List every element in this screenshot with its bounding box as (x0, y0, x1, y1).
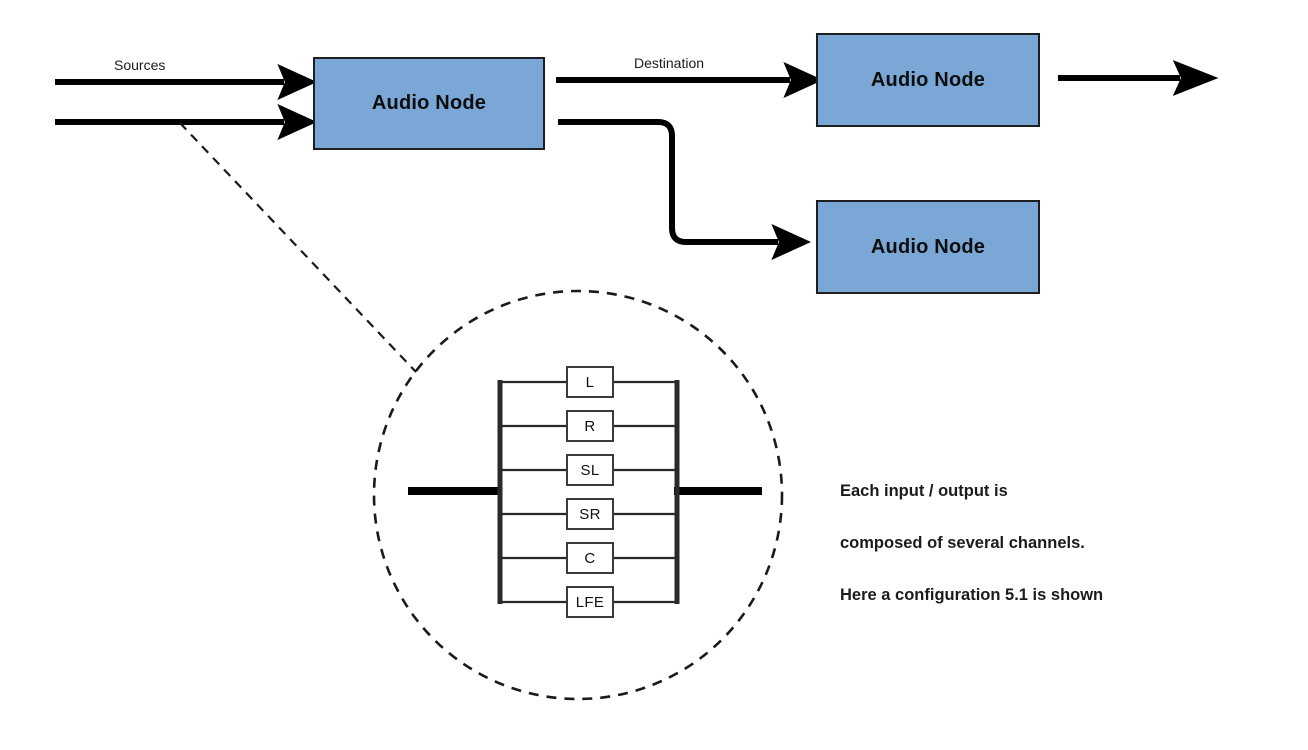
channel-box-sl: SL (566, 454, 614, 486)
audio-node-bottom-right-label: Audio Node (870, 235, 986, 258)
audio-node-main[interactable]: Audio Node (313, 57, 545, 150)
audio-node-top-right-label: Audio Node (870, 68, 986, 91)
channel-box-lfe: LFE (566, 586, 614, 618)
caption-line-1: Each input / output is (840, 482, 1008, 500)
channel-box-sr: SR (566, 498, 614, 530)
channel-box-r: R (566, 410, 614, 442)
channel-box-c: C (566, 542, 614, 574)
caption-line-3: Here a configuration 5.1 is shown (840, 586, 1104, 604)
caption-block: Each input / output is composed of sever… (840, 452, 1170, 634)
magnifier-circle-icon (372, 289, 784, 701)
edge-label-sources: Sources (114, 57, 166, 73)
audio-node-top-right[interactable]: Audio Node (816, 33, 1040, 127)
audio-node-bottom-right[interactable]: Audio Node (816, 200, 1040, 294)
magnifier-leader-line (179, 122, 417, 373)
audio-node-main-label: Audio Node (371, 92, 487, 114)
arrow-destination-bottom (558, 119, 811, 260)
caption-line-2: composed of several channels. (840, 534, 1085, 552)
channel-box-l: L (566, 366, 614, 398)
edge-label-destination: Destination (634, 55, 705, 71)
